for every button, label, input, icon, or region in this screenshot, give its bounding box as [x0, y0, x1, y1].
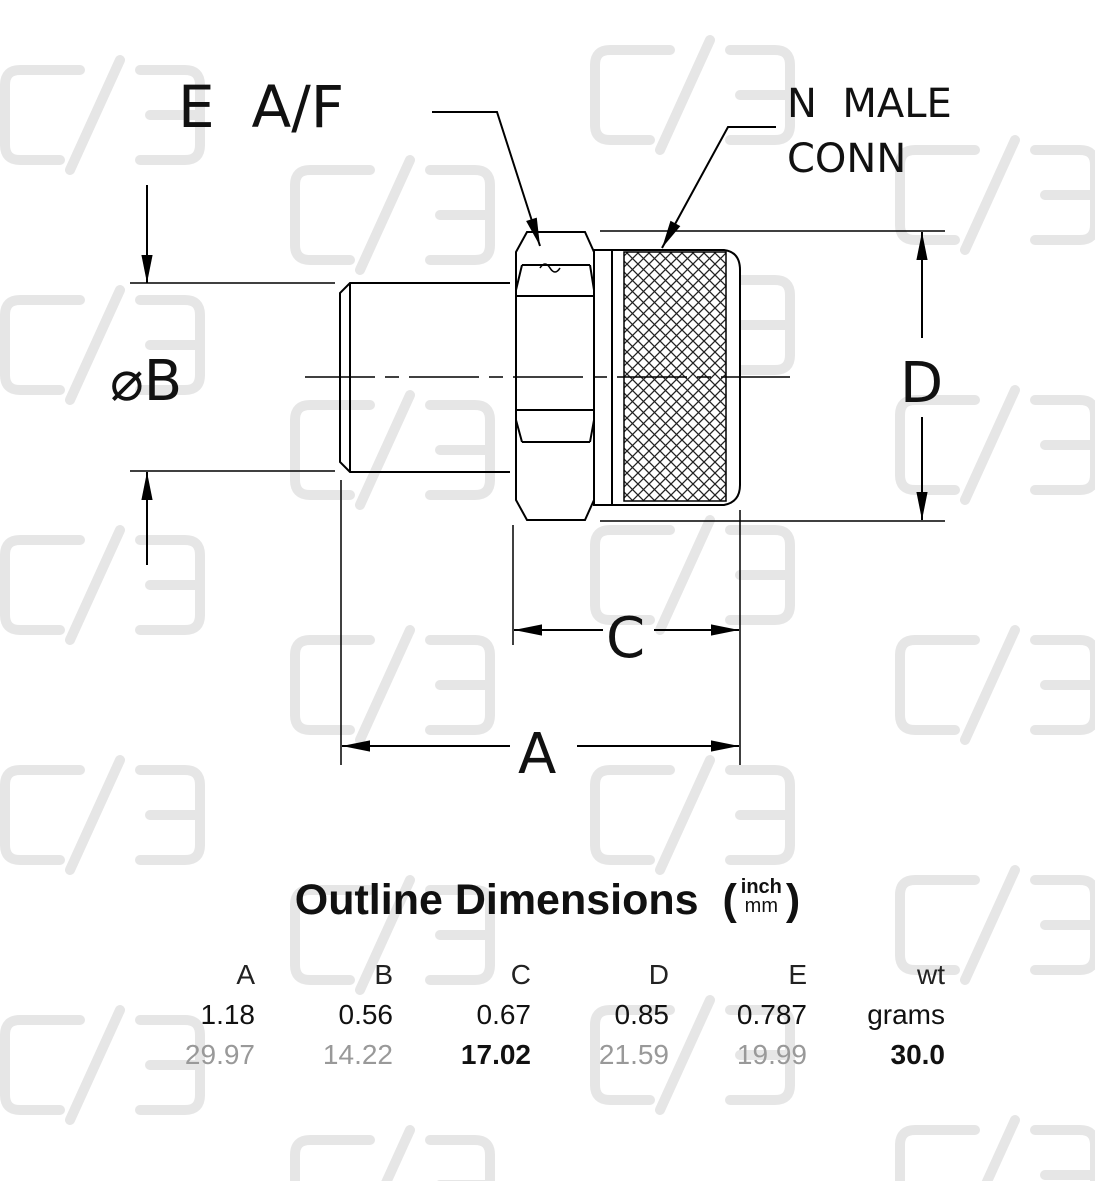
header-d: D: [648, 959, 669, 990]
mm-d: 21.59: [598, 1039, 669, 1070]
hex-flat-squiggle: [539, 263, 561, 273]
close-paren: ): [785, 876, 801, 924]
label-n-male: N MALE: [787, 81, 952, 127]
header-e: E: [788, 959, 807, 990]
header-wt: wt: [917, 959, 945, 990]
mm-c: 17.02: [460, 1039, 531, 1070]
inch-a: 1.18: [200, 999, 256, 1030]
title-text: Outline Dimensions: [294, 876, 699, 924]
inch-d: 0.85: [614, 999, 670, 1030]
label-d: D: [900, 351, 943, 416]
label-dia-b: ⌀B: [110, 349, 182, 414]
unit-inch: inch: [740, 875, 782, 898]
label-a: A: [518, 722, 556, 787]
table-row-mm: 29.97 14.22 17.02 21.59 19.99 30.0: [150, 1035, 945, 1075]
label-conn: CONN: [787, 136, 906, 182]
inch-e: 0.787: [736, 999, 807, 1030]
label-c: C: [606, 606, 645, 671]
header-c: C: [510, 959, 531, 990]
mm-b: 14.22: [322, 1039, 393, 1070]
label-e-af: E A/F: [178, 73, 344, 141]
table-header-row: A B C D E wt: [150, 955, 945, 995]
dimension-lines: [130, 111, 945, 765]
inch-c: 0.67: [476, 999, 532, 1030]
mm-a: 29.97: [184, 1039, 255, 1070]
open-paren: (: [722, 876, 737, 924]
weight-value: 30.0: [890, 1039, 946, 1070]
header-a: A: [236, 959, 255, 990]
mm-e: 19.99: [736, 1039, 807, 1070]
unit-mm: mm: [744, 894, 778, 917]
dimensions-table: A B C D E wt 1.18 0.56 0.67 0.85 0.787 g…: [150, 955, 945, 1075]
table-row-inch: 1.18 0.56 0.67 0.85 0.787 grams: [150, 995, 946, 1035]
weight-unit: grams: [867, 999, 945, 1030]
header-b: B: [374, 959, 393, 990]
watermark-logos: [0, 35, 1095, 1181]
inch-b: 0.56: [338, 999, 394, 1030]
hex-nut: [515, 231, 595, 521]
connector-body: [339, 231, 741, 521]
